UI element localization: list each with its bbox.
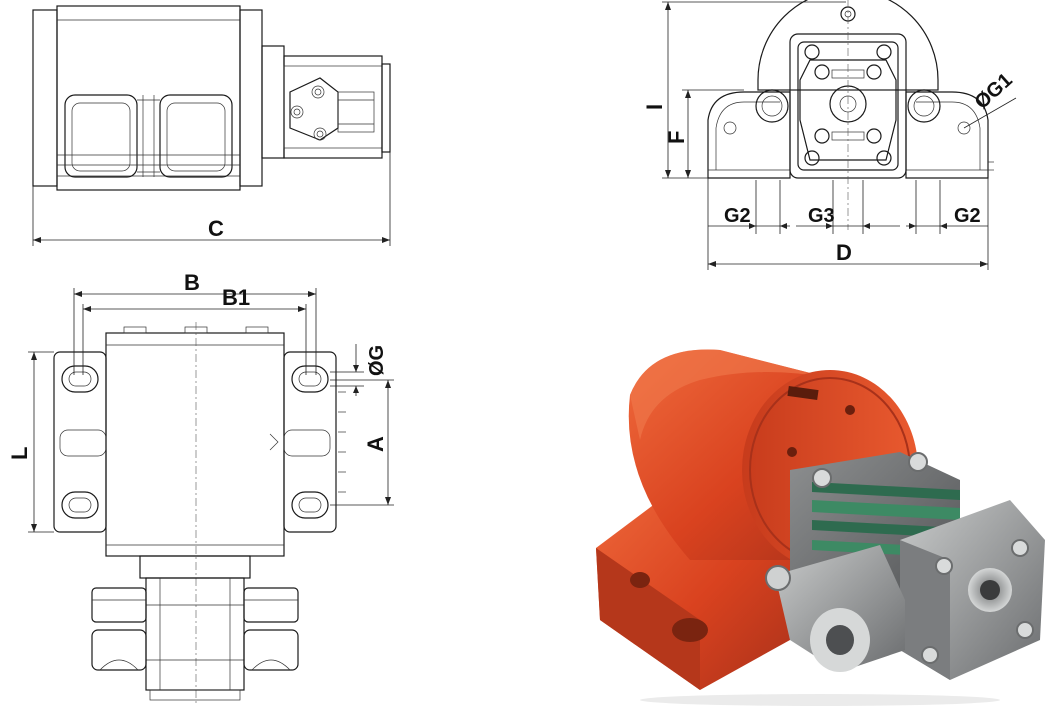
product-render-image <box>596 349 1045 706</box>
dimension-label-g2-right: G2 <box>954 205 981 227</box>
dimension-label-c: C <box>208 216 224 241</box>
front-view <box>707 0 994 230</box>
dimension-b <box>73 288 317 375</box>
dimension-g3 <box>796 180 900 234</box>
og1-leader-line <box>963 97 1017 129</box>
dimension-label-og1: ØG1 <box>971 69 1017 114</box>
side-view <box>32 5 391 191</box>
dimension-label-b1: B1 <box>222 285 250 310</box>
dimension-label-i: I <box>642 104 667 110</box>
dimension-c <box>32 152 391 246</box>
dimension-l <box>28 351 54 533</box>
dimension-a <box>330 379 394 506</box>
dimension-label-a: A <box>363 436 388 452</box>
dimension-g2-left <box>708 180 790 234</box>
dimension-label-g2-left: G2 <box>724 205 751 227</box>
dimension-i <box>662 1 846 179</box>
top-view <box>53 322 346 705</box>
dimension-label-g3: G3 <box>808 205 835 227</box>
dimension-label-b: B <box>184 270 200 295</box>
dimension-d <box>707 178 989 270</box>
dimension-og <box>330 344 364 396</box>
dimension-label-l: L <box>7 447 32 460</box>
dimension-label-d: D <box>836 240 852 265</box>
dimension-g2-right <box>906 180 988 234</box>
dimension-label-f: F <box>664 131 689 144</box>
dimension-label-og: ØG <box>366 345 388 376</box>
dimension-f <box>682 89 744 178</box>
dimension-b1 <box>82 304 307 375</box>
